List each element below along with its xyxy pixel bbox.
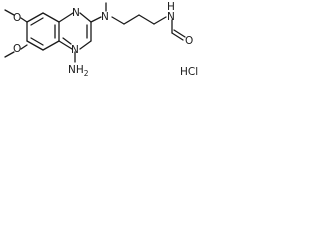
bond-ring-a1 xyxy=(26,12,44,23)
bond-methyl-o-bottom xyxy=(4,51,15,58)
atom-n-ring-top: N xyxy=(72,7,80,19)
bond-chain1 xyxy=(111,16,125,25)
bond-methyl-o-top xyxy=(4,9,15,16)
bond-chain4 xyxy=(153,16,167,25)
bond-ring-b1 xyxy=(58,12,74,23)
bond-ring-b5 xyxy=(58,40,73,50)
bond-ring-a-double3 xyxy=(30,37,44,46)
amino-subscript: 2 xyxy=(84,69,89,78)
chemical-structure-diagram: O O N N N H N O NH2 HCl xyxy=(4,1,198,78)
atom-o-methoxy-bottom: O xyxy=(13,43,21,55)
bond-ring-a5 xyxy=(26,40,44,51)
bond-ring-a2 xyxy=(42,12,60,23)
bond-carbonyl-o-double xyxy=(173,29,186,38)
bond-carbonyl-o xyxy=(171,32,184,41)
atom-o-formyl: O xyxy=(185,35,193,47)
bond-c2-n xyxy=(90,16,102,23)
atom-nh-amide-n: N xyxy=(167,11,175,23)
bond-ring-b-double2 xyxy=(62,37,72,45)
bond-ring-b2 xyxy=(79,12,92,23)
atom-labels: O O N N N H N O NH2 HCl xyxy=(13,1,198,78)
bond-chain3 xyxy=(138,14,155,25)
bond-ring-a-double1 xyxy=(30,17,44,26)
bond-ring-b4 xyxy=(79,40,92,50)
bonds xyxy=(4,2,186,63)
bond-chain2 xyxy=(123,14,140,25)
atom-amino-group: NH2 xyxy=(68,64,89,78)
atom-nh-amide-h: H xyxy=(167,1,175,13)
bond-ring-a4 xyxy=(42,40,60,51)
atom-o-methoxy-top: O xyxy=(13,12,21,24)
salt-label: HCl xyxy=(180,66,198,78)
atom-n-ring-bottom: N xyxy=(71,44,79,56)
bond-o-top-ring xyxy=(20,17,28,23)
amino-nh-label: NH xyxy=(68,64,84,76)
atom-n-amine: N xyxy=(101,11,109,23)
bond-o-bottom-ring xyxy=(20,44,28,50)
